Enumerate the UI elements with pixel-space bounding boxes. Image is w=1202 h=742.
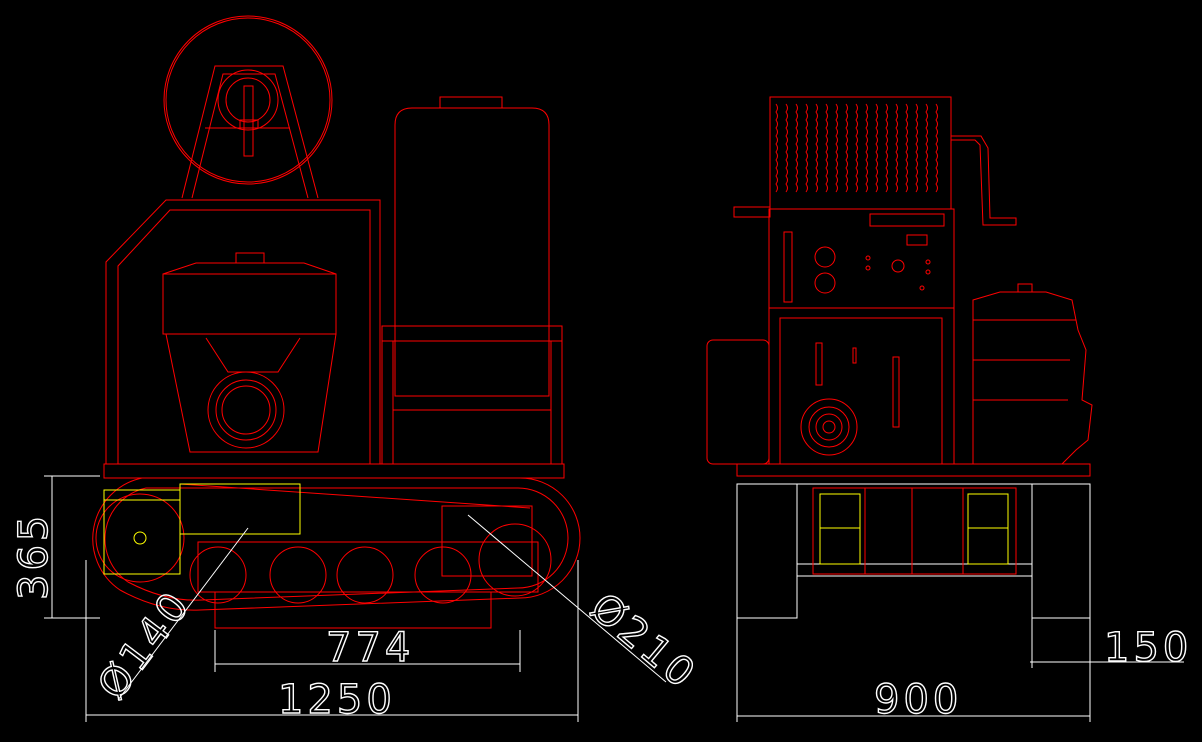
side-motor [972,283,1093,465]
front-tracks [736,483,1091,619]
dim-height-365: 365 [11,512,57,600]
main-housing [105,199,381,464]
lower-cabinet [706,307,955,465]
cable-reel [163,15,333,199]
front-view: 900 150 [706,96,1192,724]
crawler-track [92,477,581,629]
front-view-dimensions [736,618,1184,722]
base-plate [103,463,565,479]
front-base-plate [736,463,1091,477]
drive-sprocket-highlight [103,483,301,575]
side-view-dimensions [44,475,667,722]
dim-wheel-spacing-774: 774 [326,625,414,671]
dim-overall-width-900: 900 [874,677,962,723]
dim-large-wheel-dia: Ø210 [582,584,706,699]
water-tank [381,96,563,465]
radiator [769,96,1017,226]
dim-track-width-150: 150 [1104,625,1192,671]
dim-overall-length-1250: 1250 [278,677,396,723]
control-panel [733,206,955,309]
dim-small-wheel-dia: Ø140 [89,581,200,708]
side-view: 365 774 1250 Ø140 Ø210 [10,15,707,724]
